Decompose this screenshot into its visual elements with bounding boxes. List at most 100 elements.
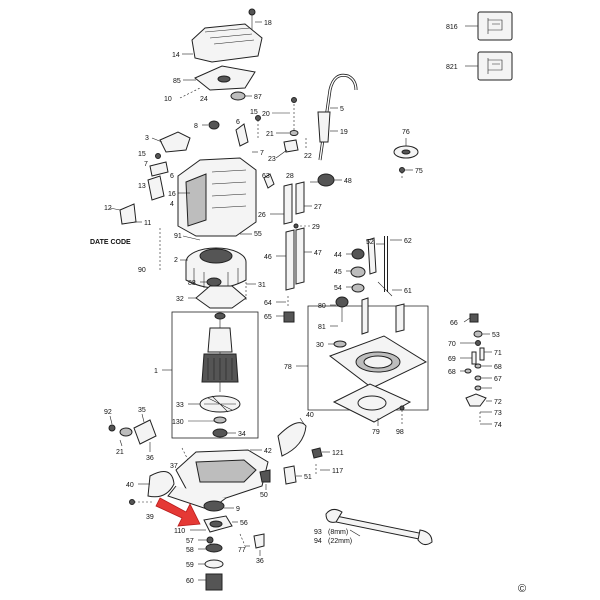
callout-31: 31 [258, 282, 266, 289]
callout-61: 61 [404, 288, 412, 295]
armature-part [201, 312, 239, 392]
callout-44: 44 [334, 252, 342, 259]
cover-screw-part [248, 8, 256, 30]
callout-51: 51 [304, 474, 312, 481]
callout-24: 24 [200, 96, 208, 103]
column-part [285, 227, 305, 291]
callout-67: 67 [494, 376, 502, 383]
callout-75: 75 [415, 168, 423, 175]
handle-part [147, 471, 175, 498]
callout-117: 117 [332, 468, 343, 475]
callout-15-b: 15 [138, 151, 146, 158]
callout-78: 78 [284, 364, 292, 371]
callout-40-b: 40 [126, 482, 134, 489]
callout-58: 58 [186, 547, 194, 554]
callout-74: 74 [494, 422, 502, 429]
callout-60: 60 [186, 578, 194, 585]
callout-40: 40 [306, 412, 314, 419]
copyright-mark: © [518, 583, 526, 595]
callout-121: 121 [332, 450, 344, 457]
callout-68: 68 [448, 369, 456, 376]
callout-64: 64 [264, 300, 272, 307]
switch-part [159, 131, 191, 153]
callout-5: 5 [340, 106, 344, 113]
callout-65: 65 [264, 314, 272, 321]
callout-53: 53 [492, 332, 500, 339]
callout-72: 72 [494, 399, 502, 406]
callout-23: 23 [268, 156, 276, 163]
callout-2: 2 [174, 257, 178, 264]
callout-110: 110 [174, 528, 185, 535]
callout-6: 6 [236, 119, 240, 126]
base-housing-part [167, 449, 269, 511]
callout-30: 30 [316, 342, 324, 349]
callout-29: 29 [312, 224, 320, 231]
callout-85: 85 [173, 78, 181, 85]
callout-46: 46 [264, 254, 272, 261]
callout-821: 821 [446, 64, 458, 71]
wrench-size-8mm: (8mm) [328, 529, 348, 536]
fan-part [199, 395, 241, 413]
callout-7-b: 7 [260, 150, 264, 157]
callout-68-b: 68 [494, 364, 502, 371]
callout-4: 4 [170, 201, 174, 208]
guide-rail-part [283, 181, 305, 225]
bearing-part [208, 120, 220, 130]
stator-part [185, 247, 247, 289]
callout-36-b: 36 [256, 558, 264, 565]
callout-33: 33 [176, 402, 184, 409]
callout-45: 45 [334, 269, 342, 276]
callout-15: 15 [250, 109, 258, 116]
callout-14: 14 [172, 52, 180, 59]
callout-52: 52 [366, 239, 374, 246]
callout-16: 16 [168, 191, 176, 198]
callout-8: 8 [194, 123, 198, 130]
callout-21-b: 21 [116, 449, 124, 456]
callout-32: 32 [176, 296, 184, 303]
lever-part [465, 393, 487, 407]
gasket-part [332, 383, 412, 423]
armature-frame [171, 311, 259, 439]
callout-80: 80 [318, 303, 326, 310]
callout-88: 88 [188, 280, 196, 287]
callout-1: 1 [154, 368, 158, 375]
warning-label-816 [477, 11, 513, 41]
callout-62: 62 [404, 238, 412, 245]
callout-37: 37 [170, 463, 178, 470]
callout-11: 11 [144, 220, 151, 227]
callout-66: 66 [450, 320, 458, 327]
baffle-part [195, 285, 247, 309]
callout-12: 12 [104, 205, 112, 212]
callout-87: 87 [254, 94, 262, 101]
callout-63: 63 [262, 173, 270, 180]
callout-59: 59 [186, 562, 194, 569]
callout-35: 35 [138, 407, 146, 414]
callout-22: 22 [304, 153, 312, 160]
callout-20: 20 [262, 111, 270, 118]
callout-81: 81 [318, 324, 326, 331]
callout-56: 56 [240, 520, 248, 527]
callout-26: 26 [258, 212, 266, 219]
callout-71: 71 [494, 350, 502, 357]
wrench-part [325, 508, 433, 546]
callout-28: 28 [286, 173, 294, 180]
lock-lever-part [133, 419, 157, 445]
callout-10: 10 [164, 96, 172, 103]
plate-part [194, 65, 256, 91]
callout-42: 42 [264, 448, 272, 455]
callout-91: 91 [174, 233, 182, 240]
washer-part [230, 91, 246, 101]
motor-cover-part [191, 23, 263, 63]
brush-part [147, 161, 169, 201]
sub-base-part [328, 335, 428, 389]
callout-816: 816 [446, 24, 458, 31]
wrench-size-22mm: (22mm) [328, 538, 352, 545]
callout-39: 39 [146, 514, 154, 521]
callout-34: 34 [238, 431, 246, 438]
callout-92: 92 [104, 409, 112, 416]
callout-93: 93 [314, 529, 322, 536]
warning-label-821 [477, 51, 513, 81]
callout-57: 57 [186, 538, 194, 545]
callout-27: 27 [314, 204, 322, 211]
